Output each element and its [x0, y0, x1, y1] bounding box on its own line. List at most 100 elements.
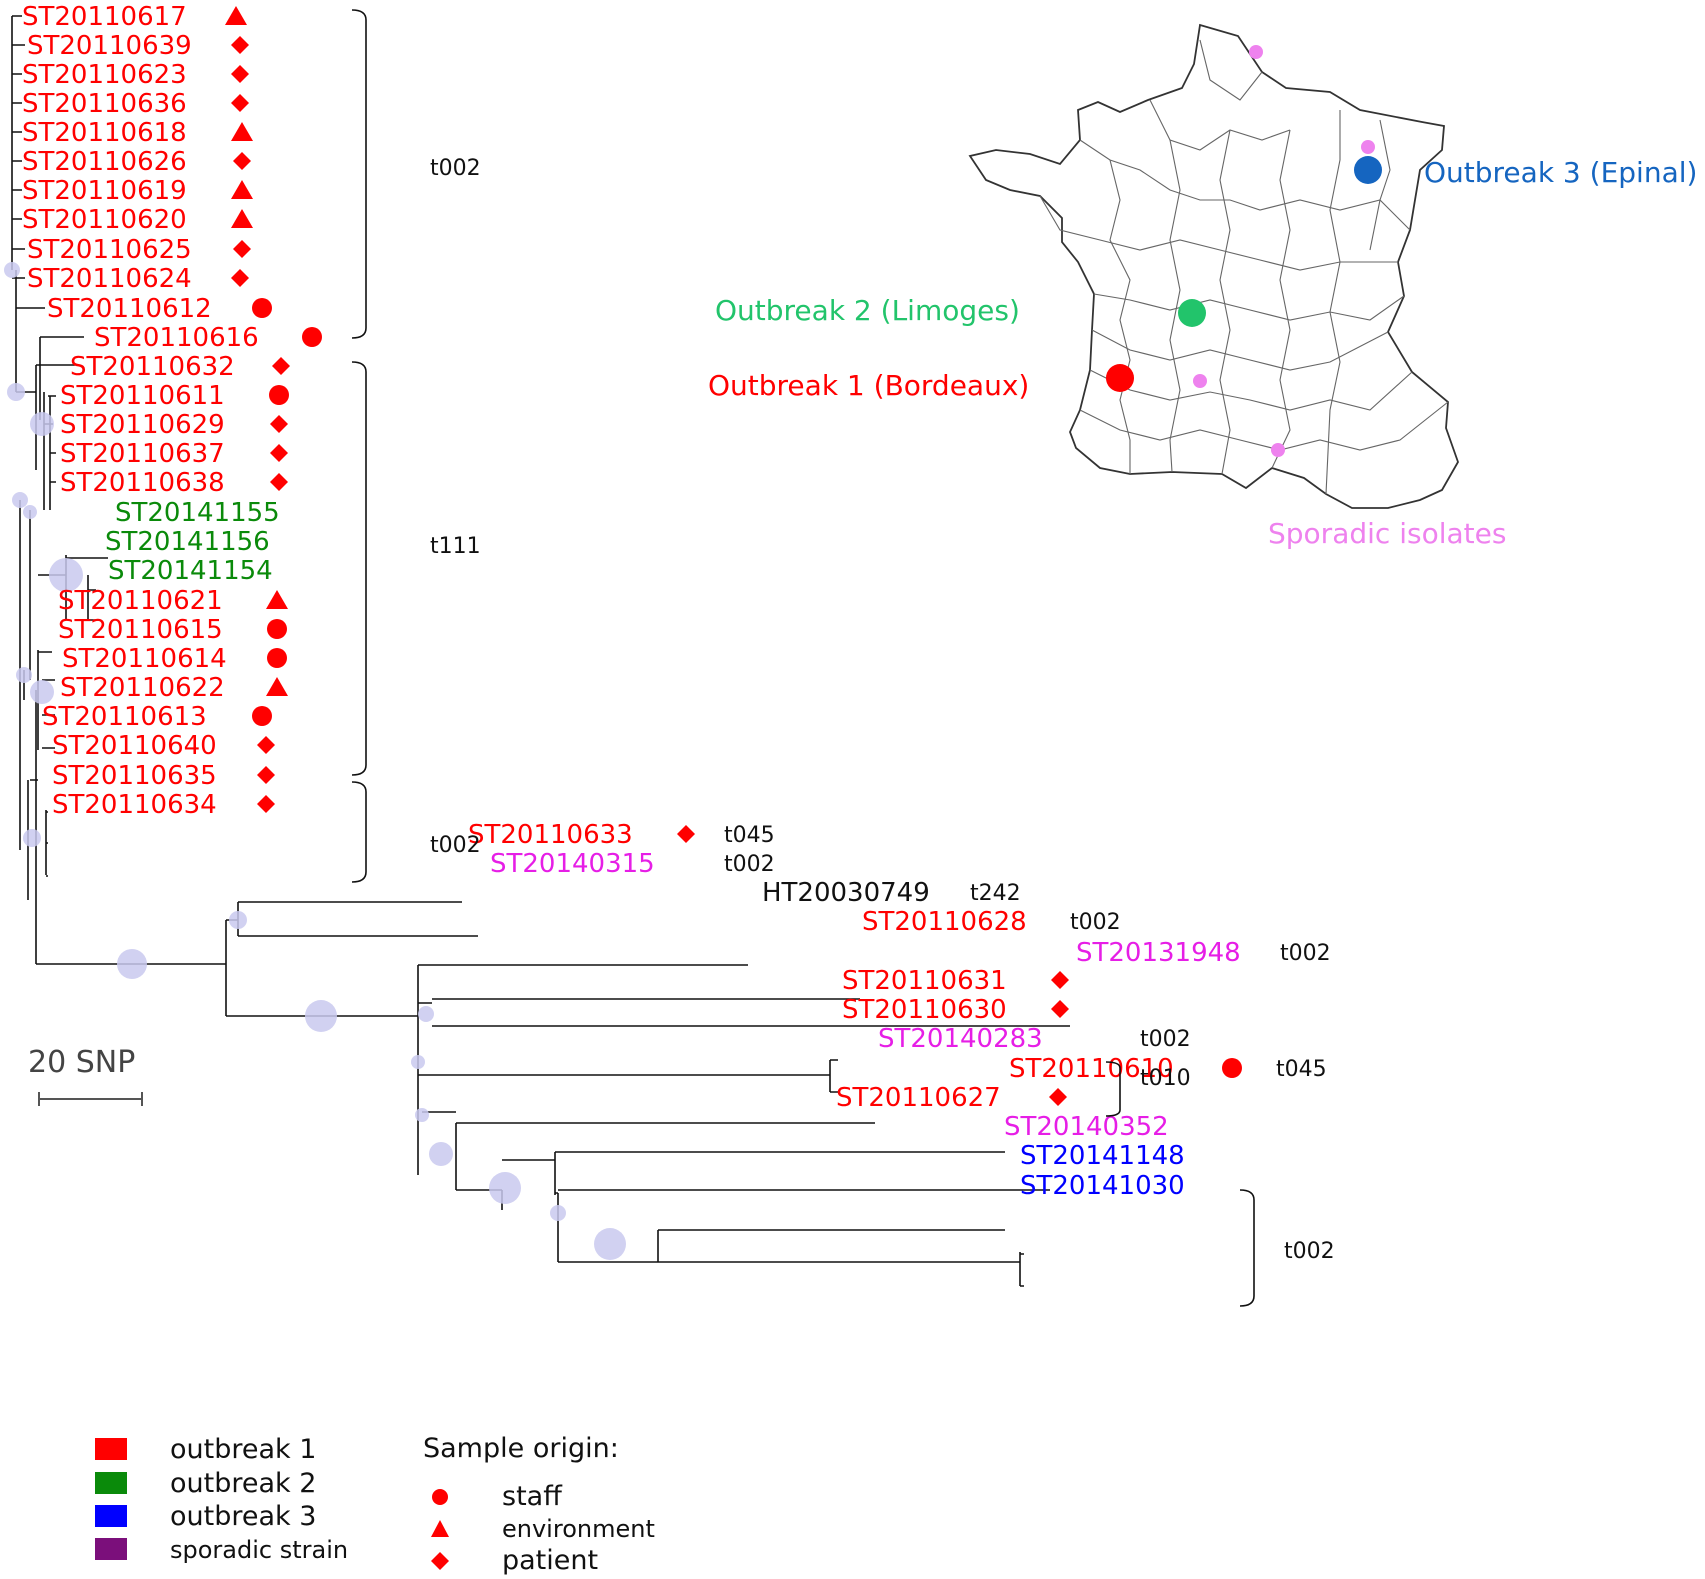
- origin-marker-environment: [225, 6, 247, 25]
- outbreak2-map-label: Outbreak 2 (Limoges): [715, 294, 1020, 327]
- legend-label-outbreak3: outbreak 3: [170, 1501, 316, 1532]
- leaf-label: ST20110622: [60, 673, 225, 703]
- origin-marker-staff: [252, 298, 272, 318]
- origin-marker-patient: [231, 65, 249, 83]
- tree-node: [415, 1108, 429, 1122]
- france-outline: [968, 23, 1459, 509]
- leaf-label: ST20110635: [52, 761, 217, 791]
- legend-label-outbreak2: outbreak 2: [170, 1468, 316, 1499]
- origin-marker-patient: [1049, 1088, 1067, 1106]
- leaf-label: ST20110638: [60, 468, 225, 498]
- leaf-label: ST20140315: [490, 849, 655, 879]
- legend-swatch-outbreak2: [95, 1472, 127, 1494]
- tree-node: [7, 383, 25, 401]
- sporadic-marker: [1193, 374, 1207, 388]
- leaf-label: ST20110640: [52, 731, 217, 761]
- tree-node: [4, 262, 20, 278]
- tree-node: [30, 412, 54, 436]
- origin-marker-environment: [231, 180, 253, 199]
- tree-node: [49, 558, 83, 592]
- legend-label-outbreak1: outbreak 1: [170, 1434, 316, 1465]
- spa-type-label: t010: [1140, 1066, 1191, 1091]
- origin-marker-staff: [252, 706, 272, 726]
- leaf-label: HT20030749: [762, 878, 930, 908]
- leaf-label: ST20141030: [1020, 1171, 1185, 1201]
- origin-marker-staff: [1222, 1058, 1242, 1078]
- spa-type-label: t045: [724, 823, 775, 848]
- leaf-label: ST20110624: [27, 264, 192, 294]
- origin-marker-patient: [257, 736, 275, 754]
- legend-swatch-outbreak3: [95, 1505, 127, 1527]
- outbreak1-marker: [1106, 364, 1134, 392]
- leaf-label: ST20110612: [47, 294, 212, 324]
- spa-type-label: t002: [1280, 941, 1331, 966]
- outbreak2-marker: [1178, 299, 1206, 327]
- leaf-label: ST20140283: [878, 1024, 1043, 1054]
- leaf-label: ST20110610: [1009, 1054, 1174, 1084]
- tree-node: [489, 1172, 521, 1204]
- spa-brackets: [351, 9, 1255, 1307]
- tree-nodes: [4, 262, 626, 1260]
- leaf-label: ST20110615: [58, 615, 223, 645]
- leaf-label: ST20110634: [52, 790, 217, 820]
- leaf-label: ST20110637: [60, 439, 225, 469]
- legend-origin-staff: staff: [502, 1481, 563, 1512]
- spa-type-label: t242: [970, 881, 1021, 906]
- tree-node: [16, 667, 32, 683]
- leaf-label: ST20110616: [94, 323, 259, 353]
- spa-type-label: t111: [430, 534, 481, 559]
- legend-label-sporadic: sporadic strain: [170, 1536, 348, 1564]
- leaf-label: ST20110626: [22, 147, 187, 177]
- leaf-label: ST20141156: [105, 527, 270, 557]
- leaf-label: ST20110623: [22, 60, 187, 90]
- origin-marker-patient: [233, 152, 251, 170]
- leaf-label: ST20141148: [1020, 1141, 1185, 1171]
- origin-marker-environment: [231, 209, 253, 228]
- tree-node: [229, 911, 247, 929]
- spa-type-label: t002: [1070, 910, 1121, 935]
- spa-type-label: t045: [1276, 1057, 1327, 1082]
- legend: outbreak 1 outbreak 2 outbreak 3 sporadi…: [95, 1433, 655, 1576]
- leaf-label: ST20140352: [1004, 1112, 1169, 1142]
- leaf-label: ST20110613: [42, 702, 207, 732]
- legend-swatch-sporadic: [95, 1538, 127, 1560]
- origin-marker-patient: [272, 357, 290, 375]
- leaf-label: ST20110618: [22, 118, 187, 148]
- tree-node: [429, 1142, 453, 1166]
- leaf-label: ST20110621: [58, 586, 223, 616]
- origin-marker-patient: [231, 269, 249, 287]
- leaf-label: ST20141155: [115, 498, 280, 528]
- legend-environment-symbol: [431, 1520, 449, 1537]
- origin-marker-staff: [269, 385, 289, 405]
- tree-leaves: ST20110617ST20110639ST20110623ST20110636…: [22, 2, 1331, 1201]
- sporadic-map-label: Sporadic isolates: [1268, 517, 1506, 550]
- outbreak1-map-label: Outbreak 1 (Bordeaux): [708, 369, 1029, 402]
- origin-marker-patient: [231, 94, 249, 112]
- leaf-label: ST20110636: [22, 89, 187, 119]
- tree-node: [30, 680, 54, 704]
- origin-marker-staff: [302, 327, 322, 347]
- origin-marker-patient: [270, 444, 288, 462]
- scale-bar: 20 SNP: [28, 1045, 143, 1106]
- tree-node: [23, 829, 41, 847]
- origin-marker-patient: [257, 766, 275, 784]
- leaf-label: ST20110620: [22, 205, 187, 235]
- leaf-label: ST20110614: [62, 644, 227, 674]
- origin-marker-staff: [267, 619, 287, 639]
- tree-node: [305, 1000, 337, 1032]
- spa-type-label: t002: [430, 156, 481, 181]
- legend-swatch-outbreak1: [95, 1438, 127, 1460]
- origin-marker-environment: [231, 122, 253, 141]
- legend-origin-environment: environment: [502, 1515, 655, 1543]
- origin-marker-patient: [677, 825, 695, 843]
- spa-type-label: t002: [1140, 1027, 1191, 1052]
- legend-origin-patient: patient: [502, 1545, 598, 1576]
- leaf-label: ST20110629: [60, 410, 225, 440]
- tree-node: [23, 505, 37, 519]
- origin-marker-patient: [1051, 971, 1069, 989]
- tree-node: [117, 949, 147, 979]
- leaf-label: ST20110617: [22, 2, 187, 32]
- legend-patient-symbol: [431, 1552, 449, 1570]
